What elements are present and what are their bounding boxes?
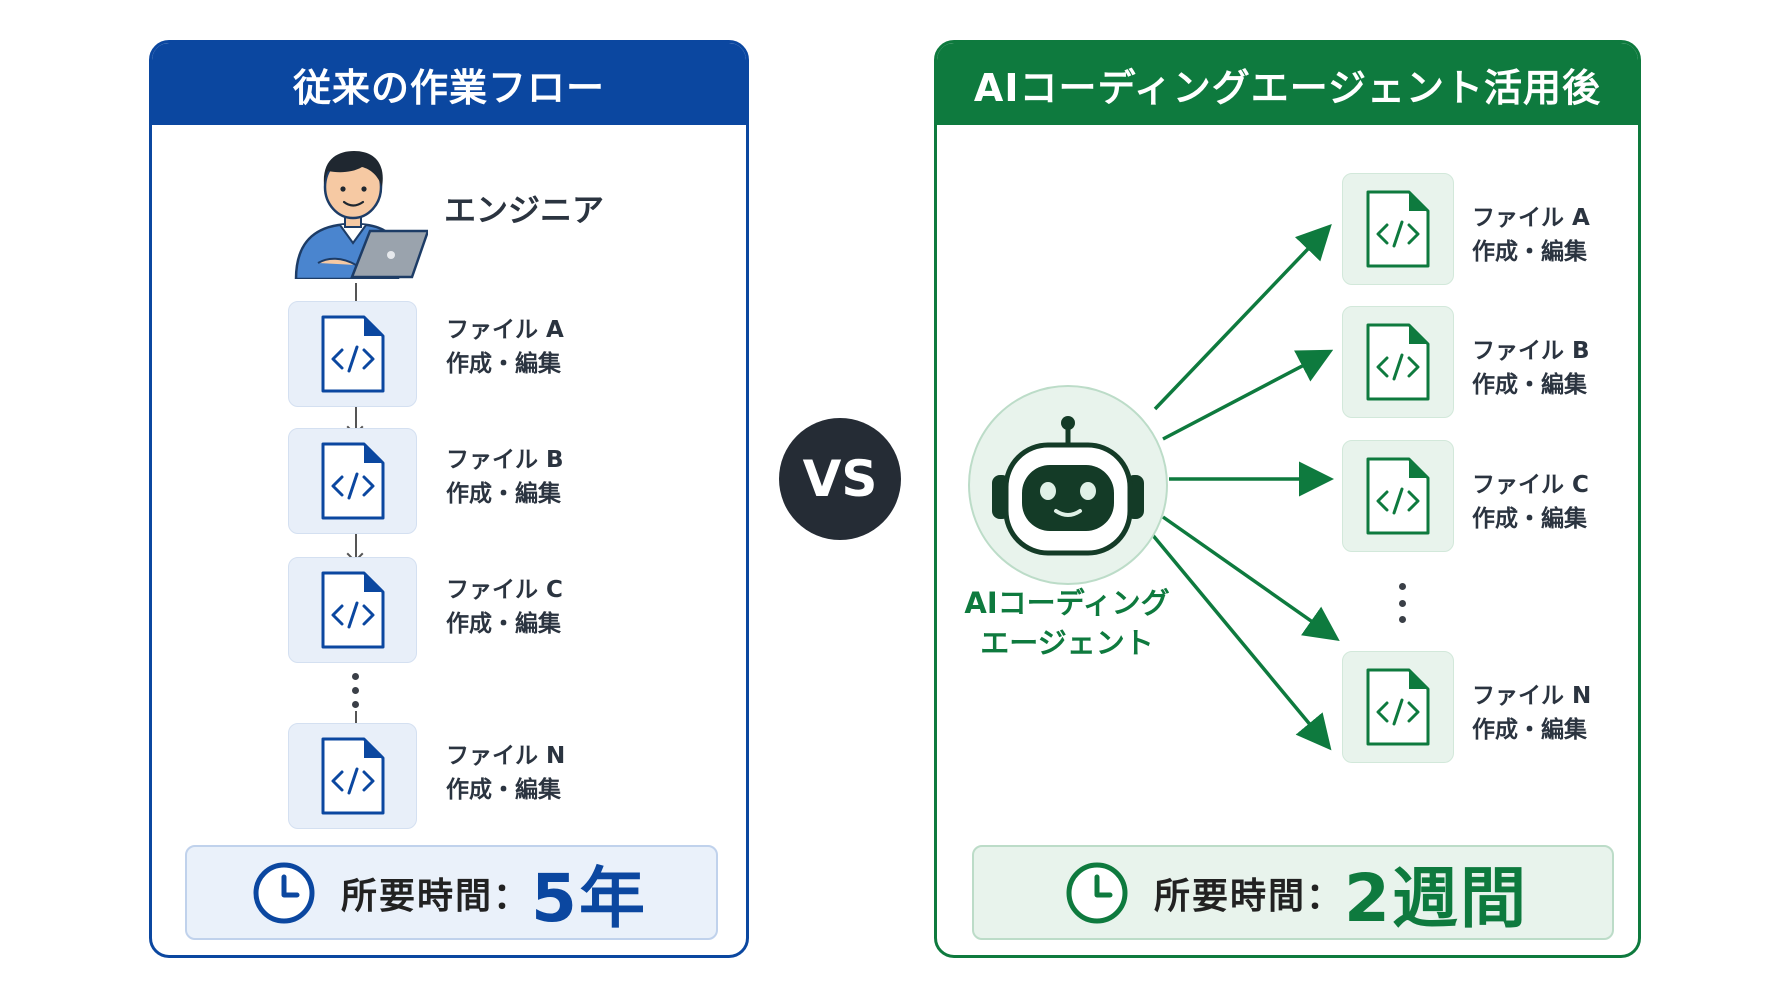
clock-icon bbox=[253, 862, 315, 923]
time-box-ai: 所要時間： 2週間 bbox=[972, 845, 1614, 940]
agent-label: AIコーディング エージェント bbox=[964, 586, 1170, 660]
file-label-a: ファイル A 作成・編集 bbox=[446, 317, 564, 377]
flow-arrow bbox=[355, 407, 357, 431]
file-label-b: ファイル B 作成・編集 bbox=[1472, 338, 1590, 398]
code-file-icon bbox=[1366, 668, 1430, 746]
traditional-workflow-title: 従来の作業フロー bbox=[152, 43, 746, 125]
engineer-label: エンジニア bbox=[444, 191, 605, 229]
file-card-a bbox=[288, 301, 417, 407]
time-value: 5年 bbox=[531, 859, 647, 937]
file-card-b bbox=[1342, 306, 1454, 418]
file-card-a bbox=[1342, 173, 1454, 285]
flow-arrow bbox=[355, 283, 357, 307]
file-label-c: ファイル C 作成・編集 bbox=[1472, 472, 1589, 532]
robot-circle bbox=[968, 385, 1168, 585]
ai-workflow-title: AIコーディングエージェント活用後 bbox=[937, 43, 1638, 125]
flow-arrow bbox=[355, 711, 357, 731]
time-label: 所要時間： bbox=[341, 875, 532, 917]
time-label: 所要時間： bbox=[1154, 875, 1345, 917]
parallel-arrows bbox=[1149, 223, 1340, 751]
vs-badge: VS bbox=[779, 418, 901, 540]
traditional-workflow-panel: 従来の作業フロー エンジニア bbox=[149, 40, 749, 958]
ellipsis-dots bbox=[352, 673, 360, 708]
clock-icon bbox=[1066, 862, 1128, 923]
code-file-icon bbox=[321, 737, 384, 815]
code-file-icon bbox=[1366, 323, 1430, 401]
code-file-icon bbox=[321, 315, 384, 393]
engineer-icon bbox=[278, 139, 430, 281]
time-value: 2週間 bbox=[1344, 859, 1528, 937]
file-label-a: ファイル A 作成・編集 bbox=[1472, 205, 1590, 265]
code-file-icon bbox=[321, 442, 384, 520]
time-box-traditional: 所要時間： 5年 bbox=[185, 845, 718, 940]
file-card-c bbox=[288, 557, 417, 663]
file-card-n bbox=[288, 723, 417, 829]
robot-icon bbox=[992, 416, 1144, 556]
flow-arrow bbox=[355, 534, 357, 558]
code-file-icon bbox=[1366, 457, 1430, 535]
ellipsis-dots bbox=[1399, 583, 1407, 623]
file-card-c bbox=[1342, 440, 1454, 552]
file-label-n: ファイル N 作成・編集 bbox=[1472, 683, 1592, 743]
ai-workflow-panel: AIコーディングエージェント活用後 AIコー bbox=[934, 40, 1641, 958]
file-card-n bbox=[1342, 651, 1454, 763]
file-label-b: ファイル B 作成・編集 bbox=[446, 447, 564, 507]
file-label-n: ファイル N 作成・編集 bbox=[446, 743, 566, 803]
file-label-c: ファイル C 作成・編集 bbox=[446, 577, 563, 637]
code-file-icon bbox=[321, 571, 384, 649]
code-file-icon bbox=[1366, 190, 1430, 268]
file-card-b bbox=[288, 428, 417, 534]
